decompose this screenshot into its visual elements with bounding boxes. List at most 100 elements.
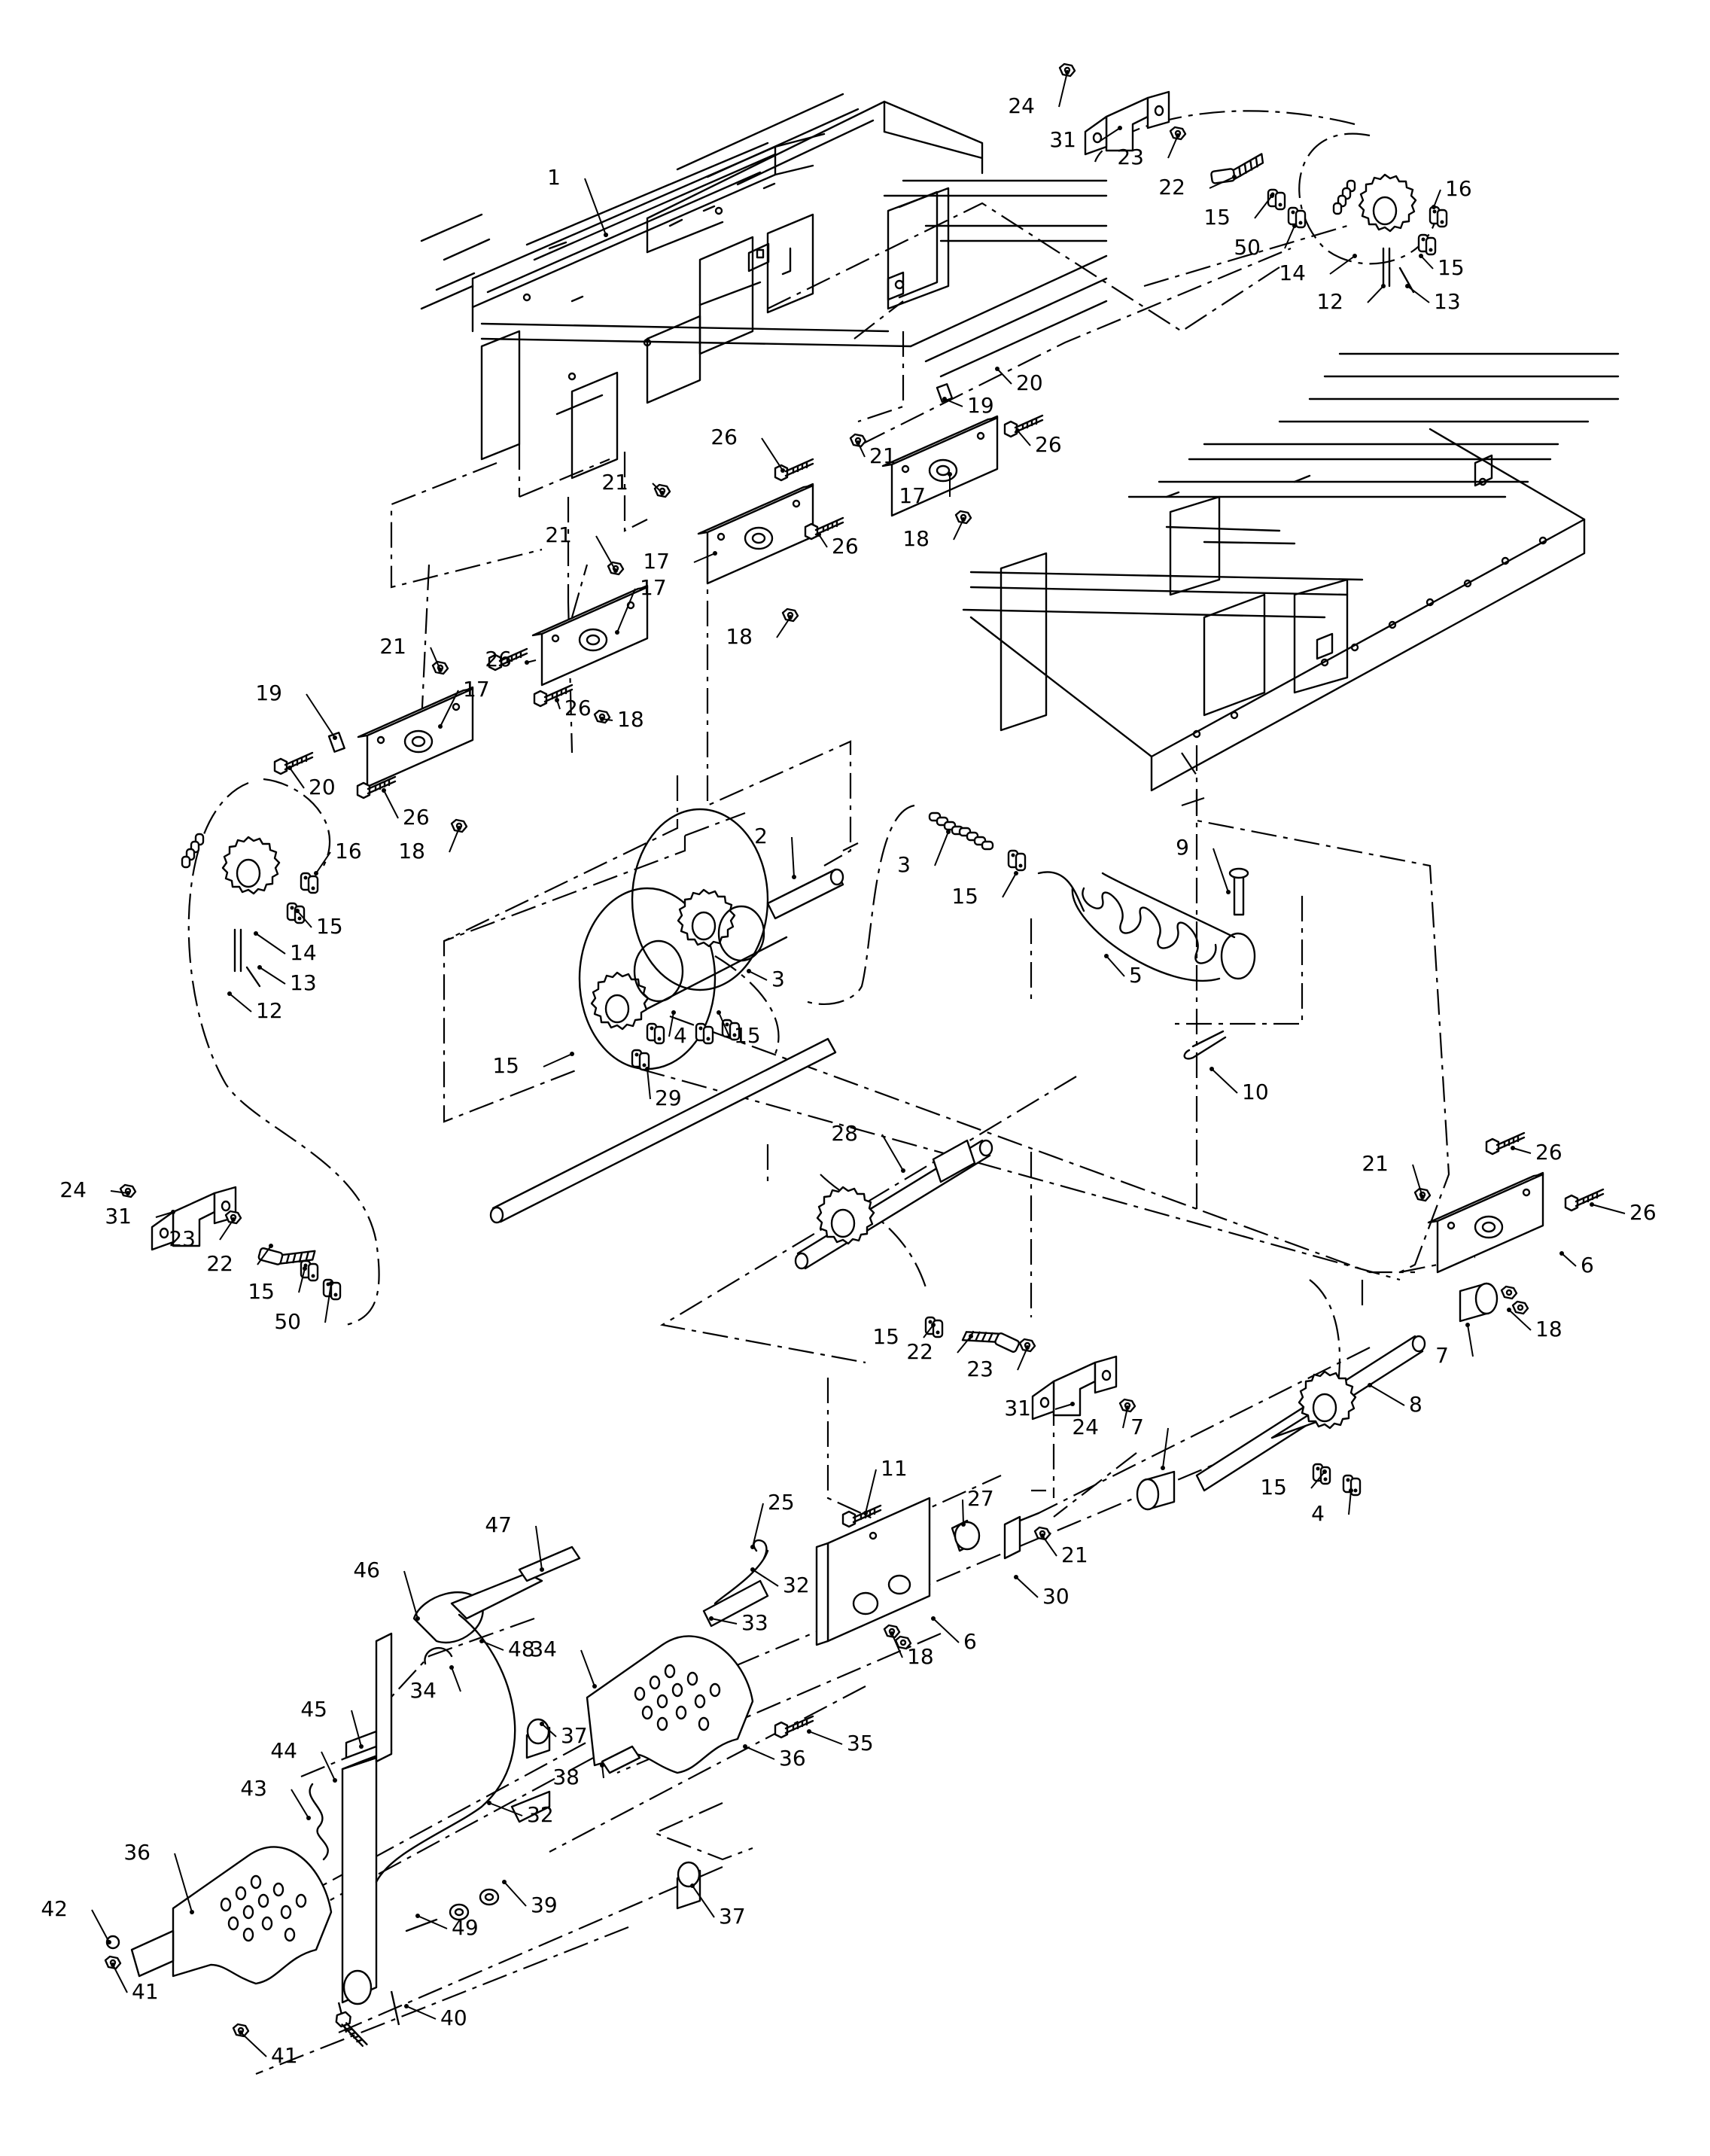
leader-dot xyxy=(713,551,717,556)
part-number-label: 26 xyxy=(403,805,430,830)
leader-line xyxy=(1122,1407,1128,1429)
part-number-label: 21 xyxy=(1362,1151,1389,1176)
part-number-label: 46 xyxy=(353,1558,380,1582)
leader-dot xyxy=(449,1665,454,1670)
leader-dot xyxy=(807,1729,811,1734)
part-number-label: 40 xyxy=(440,2005,467,2030)
part-number-label: 22 xyxy=(206,1251,233,1276)
part-number-label: 7 xyxy=(1435,1343,1449,1368)
leader-line xyxy=(944,398,963,407)
part-number-label: 18 xyxy=(1535,1317,1562,1341)
part-number-label: 26 xyxy=(485,647,512,671)
leader-dot xyxy=(257,965,262,970)
spring-assembly xyxy=(928,812,1256,1060)
leader-dot xyxy=(1104,954,1109,958)
callout-c26c: 26 xyxy=(817,532,859,559)
part-number-label: 15 xyxy=(1260,1475,1287,1500)
callout-c15i: 15 xyxy=(1260,1469,1327,1500)
leader-dot xyxy=(438,668,443,672)
leader-dot xyxy=(1322,1469,1327,1474)
callout-c11: 11 xyxy=(863,1456,908,1515)
callout-c21c: 21 xyxy=(545,522,618,573)
leader-dot xyxy=(600,717,604,721)
leader-line xyxy=(1348,1490,1352,1515)
leader-dot xyxy=(540,1567,544,1572)
leader-line xyxy=(652,483,663,494)
leader-line xyxy=(298,1268,306,1293)
callout-c41a: 41 xyxy=(111,1963,159,2004)
callout-c18d: 18 xyxy=(398,826,461,863)
leader-line xyxy=(1467,1324,1474,1357)
leader-line xyxy=(297,910,312,928)
callout-c26a: 26 xyxy=(1015,428,1062,457)
leader-dot xyxy=(1465,1323,1470,1327)
part-number-label: 34 xyxy=(409,1678,437,1703)
part-number-label: 6 xyxy=(1581,1253,1594,1277)
callout-c15h: 15 xyxy=(872,1323,936,1349)
callout-c31c: 31 xyxy=(1004,1396,1075,1421)
leader-dot xyxy=(1419,254,1423,258)
left-tensioner-group xyxy=(119,1183,342,1301)
part-number-label: 6 xyxy=(963,1629,977,1654)
leader-line xyxy=(1254,195,1273,219)
part-number-label: 25 xyxy=(768,1490,795,1515)
leader-line xyxy=(1310,1471,1325,1489)
leader-dot xyxy=(126,1191,130,1195)
callout-c20a: 20 xyxy=(995,367,1043,395)
part-number-label: 7 xyxy=(1130,1414,1144,1439)
callout-c20b: 20 xyxy=(288,766,336,799)
leader-dot xyxy=(190,1910,194,1914)
callout-c28: 28 xyxy=(831,1121,905,1173)
callout-c43: 43 xyxy=(240,1776,311,1820)
part-number-label: 29 xyxy=(655,1086,682,1110)
leader-line xyxy=(808,1731,843,1745)
leader-line xyxy=(693,553,716,563)
leader-dot xyxy=(660,491,665,495)
leader-dot xyxy=(269,1244,273,1248)
leader-line xyxy=(957,1335,972,1354)
leader-line xyxy=(1162,1427,1169,1469)
part-number-label: 18 xyxy=(726,624,753,649)
leader-dot xyxy=(479,1639,484,1643)
callout-c34a: 34 xyxy=(409,1665,461,1703)
leader-line xyxy=(1561,1253,1577,1267)
leader-line xyxy=(752,1569,779,1587)
leader-dot xyxy=(961,1522,966,1527)
part-number-label: 18 xyxy=(902,526,930,551)
leader-dot xyxy=(227,991,232,996)
leader-line xyxy=(744,1746,775,1760)
callout-c7b: 7 xyxy=(1130,1414,1169,1470)
callout-c23c: 23 xyxy=(966,1345,1030,1381)
callout-c18b: 18 xyxy=(726,615,793,649)
leader-line xyxy=(818,534,828,548)
leader-line xyxy=(406,2005,437,2020)
leader-line xyxy=(934,831,949,866)
part-number-label: 21 xyxy=(379,634,406,659)
leader-line xyxy=(923,1324,934,1338)
part-number-label: 32 xyxy=(783,1573,810,1597)
part-number-label: 12 xyxy=(1316,289,1343,314)
leader-line xyxy=(1002,872,1017,898)
part-number-label: 49 xyxy=(452,1915,479,1940)
leader-line xyxy=(91,1909,110,1943)
leader-line xyxy=(1433,189,1441,208)
part-number-label: 48 xyxy=(508,1637,535,1661)
leader-dot xyxy=(1015,428,1020,433)
part-number-label: 26 xyxy=(1629,1200,1657,1225)
callout-c23b: 23 xyxy=(169,1217,236,1251)
leader-dot xyxy=(969,1334,973,1338)
callout-c36b: 36 xyxy=(123,1840,194,1914)
lever-assembly xyxy=(104,1545,814,2053)
part-number-label: 26 xyxy=(1035,432,1062,457)
callout-c18a: 18 xyxy=(902,517,966,551)
leader-dot xyxy=(948,472,952,477)
part-number-label: 4 xyxy=(1311,1501,1325,1526)
leader-dot xyxy=(600,1763,604,1768)
part-number-label: 15 xyxy=(734,1023,761,1048)
callout-c44: 44 xyxy=(270,1738,337,1783)
leader-dot xyxy=(570,1052,574,1056)
leader-line xyxy=(1209,176,1235,189)
leader-dot xyxy=(1014,871,1018,875)
leader-line xyxy=(1367,285,1384,303)
callout-c25: 25 xyxy=(750,1490,795,1549)
